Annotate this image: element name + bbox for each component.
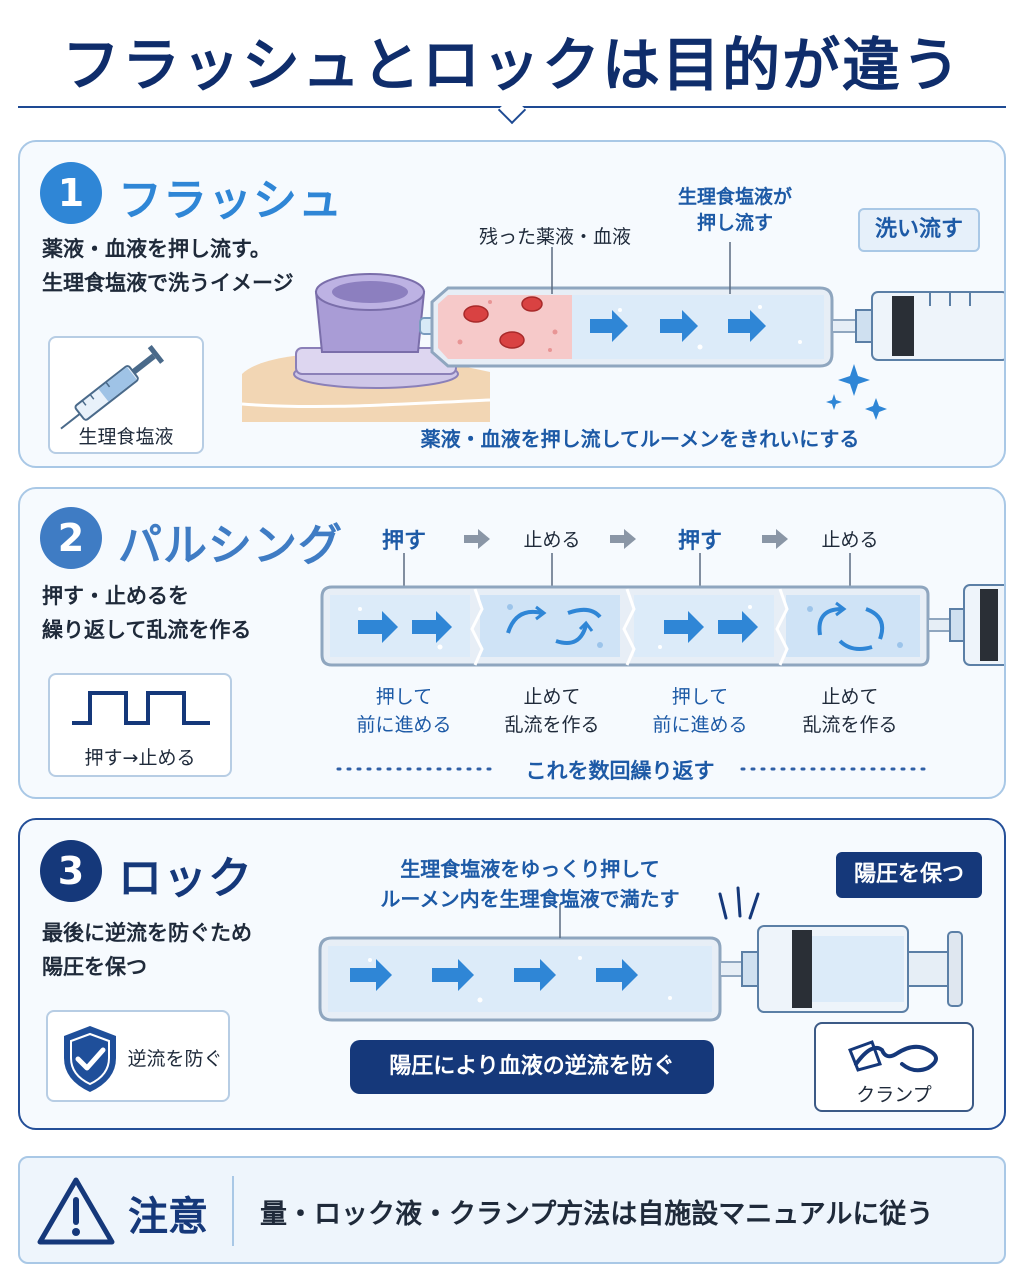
page-title: フラッシュとロックは目的が違う <box>61 31 962 99</box>
flush-panel: 1 フラッシュ 薬液・血液を押し流す。 生理食塩液で洗うイメージ 生理食塩液 <box>18 140 1006 468</box>
step-4-bottom-label: 止めて 乱流を作る <box>780 683 920 739</box>
positive-pressure-tag: 陽圧を保つ <box>836 852 982 898</box>
step-number-2: 2 <box>40 507 102 569</box>
pulsing-illustration <box>320 529 1004 771</box>
residual-label: 残った薬液・血液 <box>478 226 631 248</box>
step-1-bottom-label: 押して 前に進める <box>334 683 474 739</box>
step-3-top-label: 押す <box>677 529 722 554</box>
clamp-card: クランプ <box>814 1022 974 1112</box>
shield-check-icon <box>64 1026 116 1092</box>
pulse-card: 押す→止める <box>48 673 232 777</box>
backflow-card: 逆流を防ぐ <box>46 1010 230 1102</box>
lock-title: ロック <box>118 853 253 904</box>
pulsing-push-arrows <box>358 611 758 643</box>
pressure-icon <box>718 886 760 920</box>
turbulence-icon <box>506 601 885 651</box>
flush-syringe <box>831 291 1004 361</box>
step-number-3: 3 <box>40 840 102 902</box>
caution-divider <box>232 1176 234 1246</box>
caution-label: 注意 <box>128 1194 208 1240</box>
step-number-1: 1 <box>40 162 102 224</box>
push-label-line2: 押し流す <box>696 212 773 234</box>
flush-title: フラッシュ <box>118 175 343 226</box>
step-1-bottom-line2: 前に進める <box>356 714 452 736</box>
pulsing-desc-line2: 繰り返して乱流を作る <box>42 618 252 642</box>
caution-text: 量・ロック液・クランプ方法は自施設マニュアルに従う <box>260 1199 934 1230</box>
flush-caption: 薬液・血液を押し流してルーメンをきれいにする <box>420 427 860 451</box>
step-3-bottom-line2: 前に進める <box>652 714 748 736</box>
pulsing-lumen <box>320 585 930 667</box>
lock-desc-line1: 最後に逆流を防ぐため <box>42 921 252 945</box>
flush-lumen <box>430 286 834 368</box>
sparkle-icon <box>826 364 887 420</box>
step-1-top-label: 押す <box>381 529 426 554</box>
lock-panel: 3 ロック 最後に逆流を防ぐため 陽圧を保つ 逆流を防ぐ <box>18 818 1006 1130</box>
step-4-bottom-line1: 止めて <box>821 686 879 708</box>
step-4-bottom-line2: 乱流を作る <box>802 714 898 736</box>
implanted-port <box>293 273 459 389</box>
caution-box: 注意 量・ロック液・クランプ方法は自施設マニュアルに従う <box>18 1156 1006 1264</box>
flush-flow-arrows <box>590 310 766 342</box>
flush-illustration <box>241 242 1004 422</box>
step-2-bottom-label: 止めて 乱流を作る <box>482 683 622 739</box>
flush-description: 薬液・血液を押し流す。 生理食塩液で洗うイメージ <box>42 232 294 300</box>
lock-banner: 陽圧により血液の逆流を防ぐ <box>350 1040 714 1094</box>
step-2-top-label: 止める <box>523 529 581 551</box>
pulsing-description: 押す・止めるを 繰り返して乱流を作る <box>42 579 251 647</box>
pulse-wave-icon <box>72 691 210 725</box>
step-2-bottom-line2: 乱流を作る <box>504 714 600 736</box>
saline-card-label: 生理食塩液 <box>78 426 174 448</box>
lock-instruction-label: 生理食塩液をゆっくり押して ルーメン内を生理食塩液で満たす <box>350 854 710 914</box>
pulsing-title: パルシング <box>118 520 343 571</box>
lock-description: 最後に逆流を防ぐため 陽圧を保つ <box>42 916 252 984</box>
step-4-top-label: 止める <box>821 529 879 551</box>
syringe-icon <box>60 345 165 430</box>
backflow-card-label: 逆流を防ぐ <box>127 1048 223 1070</box>
lock-instruction-line2: ルーメン内を生理食塩液で満たす <box>380 887 680 911</box>
header: フラッシュとロックは目的が違う <box>0 0 1024 125</box>
clamp-icon <box>848 1040 938 1073</box>
step-2-bottom-line1: 止めて <box>523 686 581 708</box>
push-label: 生理食塩液が 押し流す <box>650 184 820 236</box>
step-3-bottom-line1: 押して <box>671 686 729 708</box>
pulsing-syringe <box>927 584 1004 666</box>
warning-icon <box>37 1177 115 1245</box>
repeat-label: これを数回繰り返す <box>525 759 715 783</box>
lock-flow-arrows <box>350 959 638 991</box>
pulsing-panel: 2 パルシング 押す・止めるを 繰り返して乱流を作る 押す→止める <box>18 487 1006 799</box>
lock-desc-line2: 陽圧を保つ <box>42 955 147 979</box>
push-label-line1: 生理食塩液が <box>677 186 792 208</box>
lock-syringe <box>719 925 963 1013</box>
pulsing-desc-line1: 押す・止めるを <box>42 584 189 608</box>
clamp-label: クランプ <box>856 1084 932 1106</box>
sequence-arrows <box>464 529 788 549</box>
lock-illustration <box>318 886 963 1022</box>
flush-desc-line1: 薬液・血液を押し流す。 <box>42 237 271 261</box>
step-1-bottom-line1: 押して <box>375 686 433 708</box>
flush-desc-line2: 生理食塩液で洗うイメージ <box>42 271 294 295</box>
saline-card: 生理食塩液 <box>48 336 204 454</box>
wash-tag: 洗い流す <box>858 208 980 252</box>
lock-instruction-line1: 生理食塩液をゆっくり押して <box>400 857 660 881</box>
pulse-card-label: 押す→止める <box>84 747 196 769</box>
step-3-bottom-label: 押して 前に進める <box>630 683 770 739</box>
